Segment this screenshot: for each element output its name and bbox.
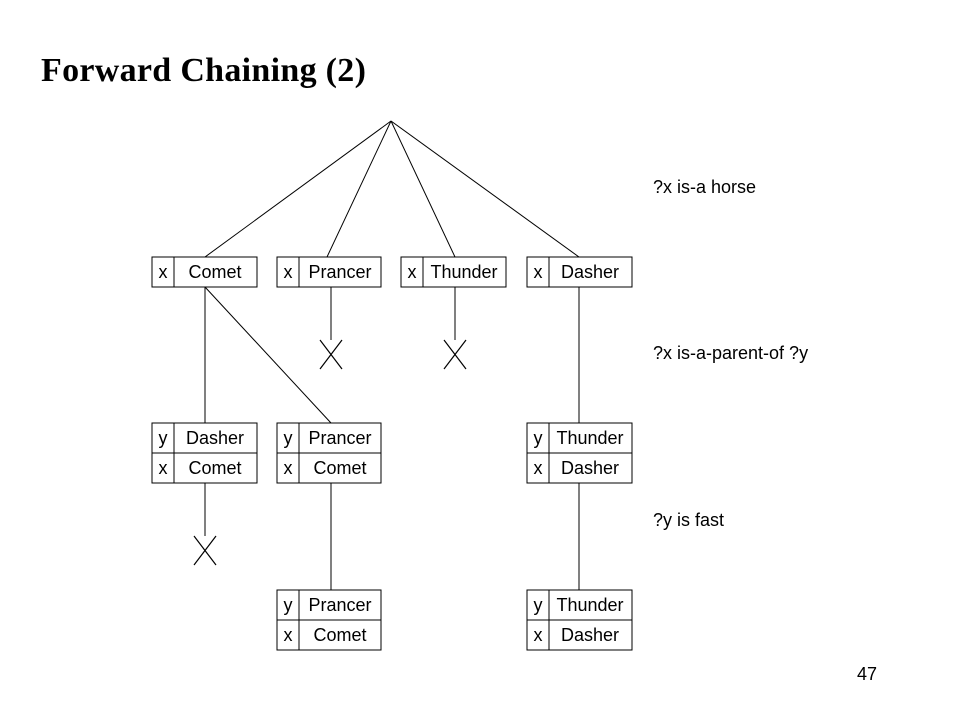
binding-value: Dasher <box>561 262 619 282</box>
condition-label: ?x is-a-parent-of ?y <box>653 343 808 363</box>
condition-label: ?y is fast <box>653 510 724 530</box>
edge-root-comet <box>204 120 392 258</box>
binding-box: x Dasher <box>526 256 633 288</box>
binding-var: x <box>159 262 168 282</box>
fail-x-icon <box>443 339 467 370</box>
binding-value: Dasher <box>561 625 619 645</box>
binding-value: Comet <box>313 458 366 478</box>
fail-x-icon <box>193 535 217 566</box>
binding-var: x <box>159 458 168 478</box>
binding-value: Thunder <box>430 262 497 282</box>
fail-x-icon <box>319 339 343 370</box>
binding-var: x <box>534 458 543 478</box>
binding-box: y Thunder x Dasher <box>526 422 633 484</box>
condition-label: ?x is-a horse <box>653 177 756 197</box>
binding-value: Dasher <box>561 458 619 478</box>
binding-var: y <box>159 428 168 448</box>
binding-var: x <box>408 262 417 282</box>
binding-value: Prancer <box>308 262 371 282</box>
binding-var: x <box>284 458 293 478</box>
binding-value: Comet <box>313 625 366 645</box>
edge-root-thunder <box>390 120 456 258</box>
binding-var: x <box>534 262 543 282</box>
binding-value: Thunder <box>556 428 623 448</box>
edge-comet-yprancer <box>204 286 332 424</box>
binding-value: Prancer <box>308 595 371 615</box>
binding-value: Dasher <box>186 428 244 448</box>
binding-var: y <box>534 595 543 615</box>
binding-box: x Thunder <box>400 256 507 288</box>
binding-var: x <box>534 625 543 645</box>
binding-var: y <box>284 428 293 448</box>
edge-root-prancer <box>326 120 392 258</box>
page-number: 47 <box>857 664 878 684</box>
binding-var: y <box>284 595 293 615</box>
binding-value: Thunder <box>556 595 623 615</box>
tree-edges <box>204 120 580 590</box>
binding-box: y Prancer x Comet <box>276 589 382 651</box>
binding-box: x Prancer <box>276 256 382 288</box>
binding-box: x Comet <box>151 256 258 288</box>
binding-box: y Prancer x Comet <box>276 422 382 484</box>
binding-box: y Dasher x Comet <box>151 422 258 484</box>
binding-var: x <box>284 625 293 645</box>
edge-root-dasher <box>390 120 580 258</box>
binding-value: Comet <box>188 262 241 282</box>
slide-title: Forward Chaining (2) <box>41 52 367 89</box>
binding-var: x <box>284 262 293 282</box>
failure-marks <box>193 339 467 566</box>
binding-value: Comet <box>188 458 241 478</box>
binding-box: y Thunder x Dasher <box>526 589 633 651</box>
binding-value: Prancer <box>308 428 371 448</box>
binding-var: y <box>534 428 543 448</box>
